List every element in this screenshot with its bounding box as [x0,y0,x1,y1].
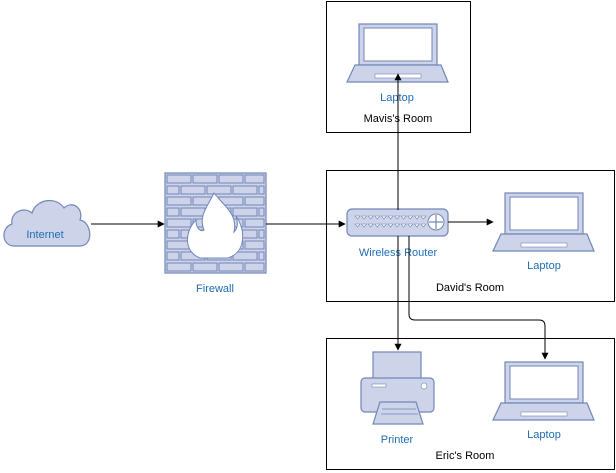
firewall-node[interactable]: Firewall [164,172,267,295]
printer-icon [360,351,435,425]
internet-node[interactable]: Internet [3,200,91,247]
laptop-icon [346,23,449,83]
firewall-brick [192,262,218,272]
firewall-brick [244,196,265,206]
firewall-brick [244,262,265,272]
firewall-brick [258,229,265,239]
router-port [387,215,394,220]
firewall-brick [166,196,192,206]
laptop-eric-label: Laptop [527,429,561,441]
firewall-brick [218,174,244,184]
firewall-brick [180,207,206,217]
edge-router-laptop-eric [408,236,549,360]
firewall-brick [166,218,192,228]
router-port [360,223,368,228]
firewall-icon [164,172,267,274]
printer-node[interactable]: Printer [360,351,435,446]
router-port [367,223,374,228]
laptop-icon [492,192,595,252]
firewall-brick [244,174,265,184]
firewall-brick [166,251,180,261]
firewall-brick [244,240,265,250]
firewall-brick [166,262,192,272]
router-port [413,215,421,220]
router-port [393,223,401,228]
firewall-brick [232,207,258,217]
router-port [393,215,401,220]
router-port [400,215,407,220]
router-port [407,223,414,228]
firewall-brick [206,185,232,195]
firewall-brick [166,174,192,184]
cloud-icon [3,200,91,247]
router-port [367,215,374,220]
firewall-brick [180,185,206,195]
laptop-david-node[interactable]: Laptop [492,192,595,272]
router-port [354,223,361,228]
router-port [420,223,427,228]
firewall-brick [166,185,180,195]
router-port [380,223,388,228]
firewall-brick [166,229,180,239]
firewall-brick [166,207,180,217]
firewall-label: Firewall [196,283,234,295]
flame-icon [187,192,244,259]
firewall-brick [192,174,218,184]
laptop-david-label: Laptop [527,260,561,272]
firewall-brick [244,218,265,228]
firewall-brick [258,185,265,195]
router-port [354,215,361,220]
firewall-brick [258,251,265,261]
router-port [360,215,368,220]
firewall-brick [218,262,244,272]
room-label-david: David's Room [436,282,504,294]
router-port [400,223,407,228]
router-port [407,215,414,220]
router-port [420,215,427,220]
laptop-icon [492,361,595,421]
internet-label: Internet [26,229,63,241]
room-label-eric: Eric's Room [436,450,495,462]
laptop-eric-node[interactable]: Laptop [492,361,595,441]
laptop-mavis-label: Laptop [380,92,414,104]
router-icon [346,208,449,237]
router-port [387,223,394,228]
printer-label: Printer [381,434,414,446]
firewall-brick [258,207,265,217]
router-port [380,215,388,220]
router-port [374,215,381,220]
router-port [374,223,381,228]
router-port [413,223,421,228]
firewall-brick [232,185,258,195]
